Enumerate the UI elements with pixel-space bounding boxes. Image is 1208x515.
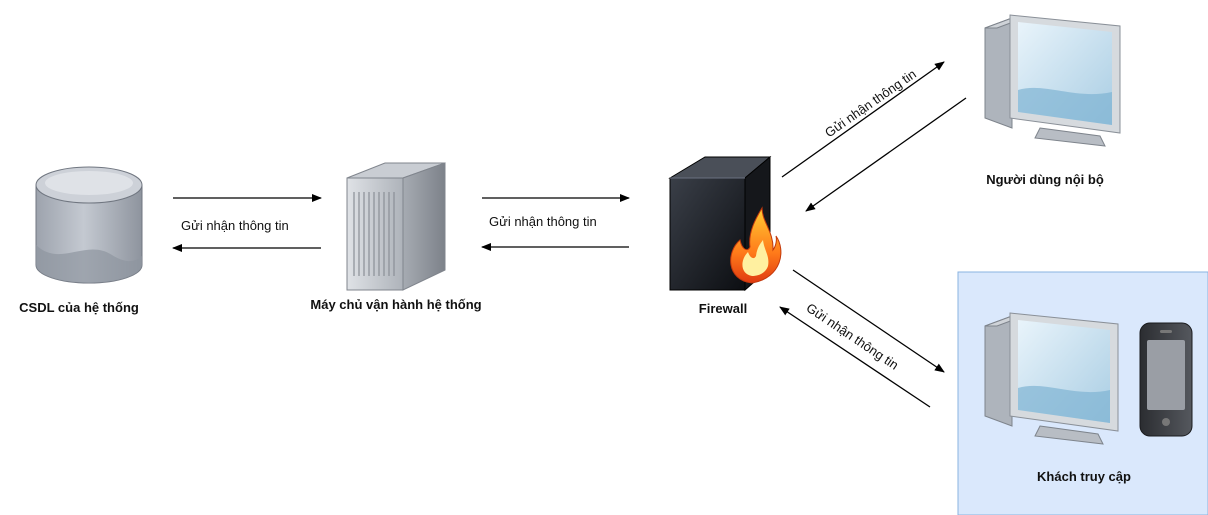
node-label-guest: Khách truy cập [1037, 469, 1131, 484]
firewall-icon [668, 155, 782, 292]
arrow-firewall-to-internal [781, 61, 945, 178]
arrow-internal-to-firewall [805, 97, 967, 212]
mobile-phone-icon [1139, 322, 1193, 437]
edge-label-server-firewall: Gửi nhận thông tin [489, 214, 597, 229]
node-label-firewall: Firewall [698, 301, 748, 316]
database-icon [35, 166, 143, 284]
edge-label-db-server: Gửi nhận thông tin [181, 218, 289, 233]
desktop-computer-icon [984, 312, 1119, 445]
node-label-server: Máy chủ vận hành hệ thống [310, 297, 482, 312]
node-label-database: CSDL của hệ thống [19, 300, 139, 315]
server-icon [346, 162, 446, 291]
desktop-computer-icon [984, 14, 1121, 147]
arrow-guest-to-firewall [779, 306, 931, 408]
arrow-firewall-to-guest [792, 269, 945, 373]
node-label-internal-user: Người dùng nội bộ [986, 172, 1104, 187]
